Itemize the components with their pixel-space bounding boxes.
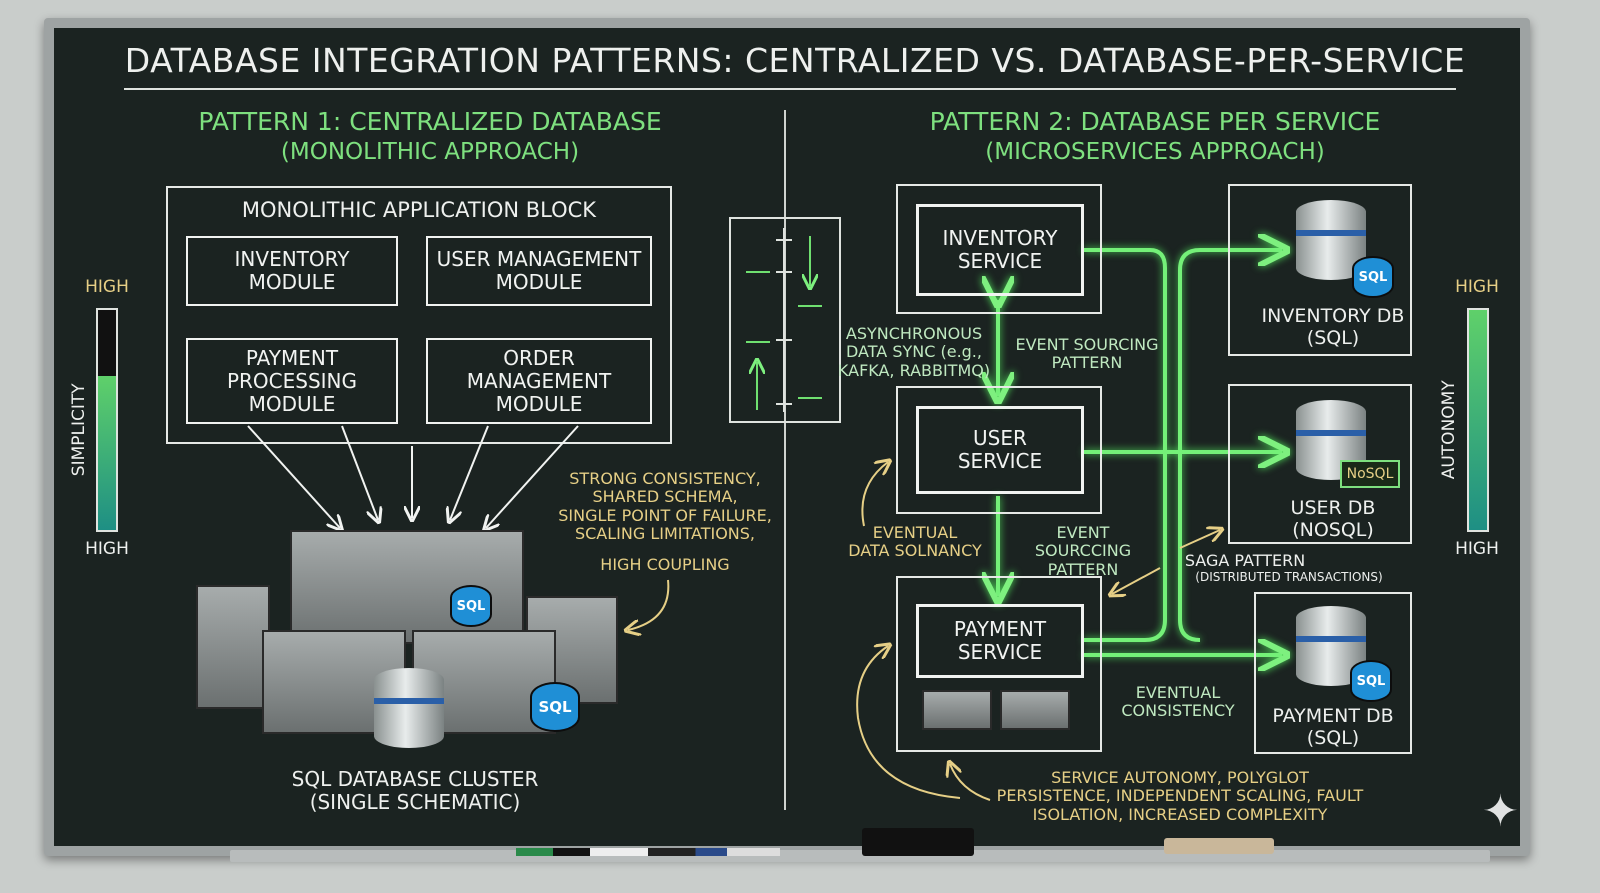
- sql-badge: SQL: [450, 585, 492, 627]
- async-sync-note: ASYNCHRONOUS DATA SYNC (e.g., KAFKA, RAB…: [837, 324, 991, 380]
- page-title: DATABASE INTEGRATION PATTERNS: CENTRALIZ…: [124, 41, 1466, 80]
- inventory-db-label: INVENTORY DB (SQL): [1261, 305, 1405, 349]
- monolithic-block-title: MONOLITHIC APPLICATION BLOCK: [241, 198, 597, 222]
- simplicity-meter: [96, 308, 118, 532]
- chalk-piece: [1164, 838, 1274, 854]
- server-icon: [196, 585, 270, 709]
- pattern1-heading: PATTERN 1: CENTRALIZED DATABASE: [198, 107, 662, 136]
- user-service: USER SERVICE: [916, 406, 1084, 494]
- eventual-consistency-note: EVENTUAL CONSISTENCY: [1121, 683, 1235, 721]
- sparkle-icon: ✦: [1482, 786, 1519, 837]
- server-icon: [290, 530, 524, 644]
- pattern2-summary: SERVICE AUTONOMY, POLYGLOT PERSISTENCE, …: [996, 768, 1364, 824]
- simplicity-label: SIMPLICITY: [69, 383, 90, 477]
- user-db-label: USER DB (NOSQL): [1290, 497, 1376, 541]
- pattern2-subheading: (MICROSERVICES APPROACH): [985, 139, 1325, 165]
- middle-legend-box: [729, 217, 841, 423]
- inventory-service: INVENTORY SERVICE: [916, 204, 1084, 296]
- simplicity-high-top: HIGH: [85, 277, 129, 297]
- inventory-module: INVENTORY MODULE: [186, 236, 398, 306]
- database-icon: [374, 668, 444, 748]
- title-underline: [124, 88, 1456, 90]
- saga-pattern-sub: (DISTRIBUTED TRANSACTIONS): [1195, 570, 1383, 584]
- markers: [516, 848, 780, 856]
- autonomy-high-top: HIGH: [1455, 277, 1499, 297]
- autonomy-meter: [1467, 308, 1489, 532]
- nosql-badge: NoSQL: [1340, 460, 1400, 488]
- cluster-label: SQL DATABASE CLUSTER (SINGLE SCHEMATIC): [291, 767, 539, 814]
- monolithic-block: [166, 186, 672, 444]
- payment-service: PAYMENT SERVICE: [916, 604, 1084, 678]
- center-divider: [784, 110, 786, 810]
- inventory-service-frame: [896, 184, 1102, 314]
- simplicity-meter-fill: [98, 376, 116, 530]
- pattern1-subheading: (MONOLITHIC APPROACH): [280, 139, 580, 165]
- service-data-flows: [998, 250, 1282, 655]
- server-icon: [1000, 690, 1070, 730]
- event-sourcing-note-2: EVENT SOURCCING PATTERN: [1034, 523, 1132, 579]
- autonomy-label: AUTONOMY: [1439, 380, 1460, 480]
- pattern2-heading: PATTERN 2: DATABASE PER SERVICE: [929, 107, 1381, 136]
- sql-badge: SQL: [1350, 660, 1392, 702]
- user-management-module: USER MANAGEMENT MODULE: [426, 236, 652, 306]
- pattern1-notes-coupling: HIGH COUPLING: [600, 555, 730, 574]
- notes-arrow: [628, 579, 670, 630]
- payment-service-frame: [896, 576, 1102, 752]
- user-db-frame: [1228, 384, 1412, 544]
- inventory-db-frame: [1228, 184, 1412, 356]
- payment-db-label: PAYMENT DB (SQL): [1272, 705, 1394, 749]
- sql-badge: SQL: [1352, 256, 1394, 298]
- pattern1-notes: STRONG CONSISTENCY, SHARED SCHEMA, SINGL…: [558, 469, 772, 544]
- user-service-frame: [896, 386, 1102, 514]
- annotation-arrows: [856, 462, 1220, 801]
- payment-db-frame: [1254, 592, 1412, 754]
- event-sourcing-note-1: EVENT SOURCING PATTERN: [1015, 335, 1159, 373]
- eraser: [862, 828, 974, 856]
- order-management-module: ORDER MANAGEMENT MODULE: [426, 338, 652, 424]
- chalk-tray: [230, 850, 1490, 862]
- simplicity-high-bottom: HIGH: [85, 539, 129, 559]
- sql-badge: SQL: [530, 682, 580, 732]
- module-to-cluster-arrows: [247, 425, 579, 528]
- autonomy-high-bottom: HIGH: [1455, 539, 1499, 559]
- server-icon: [922, 690, 992, 730]
- saga-pattern-note: SAGA PATTERN: [1184, 551, 1306, 570]
- eventual-data-note: EVENTUAL DATA SOLNANCY: [848, 523, 982, 561]
- payment-processing-module: PAYMENT PROCESSING MODULE: [186, 338, 398, 424]
- autonomy-meter-fill: [1469, 310, 1487, 530]
